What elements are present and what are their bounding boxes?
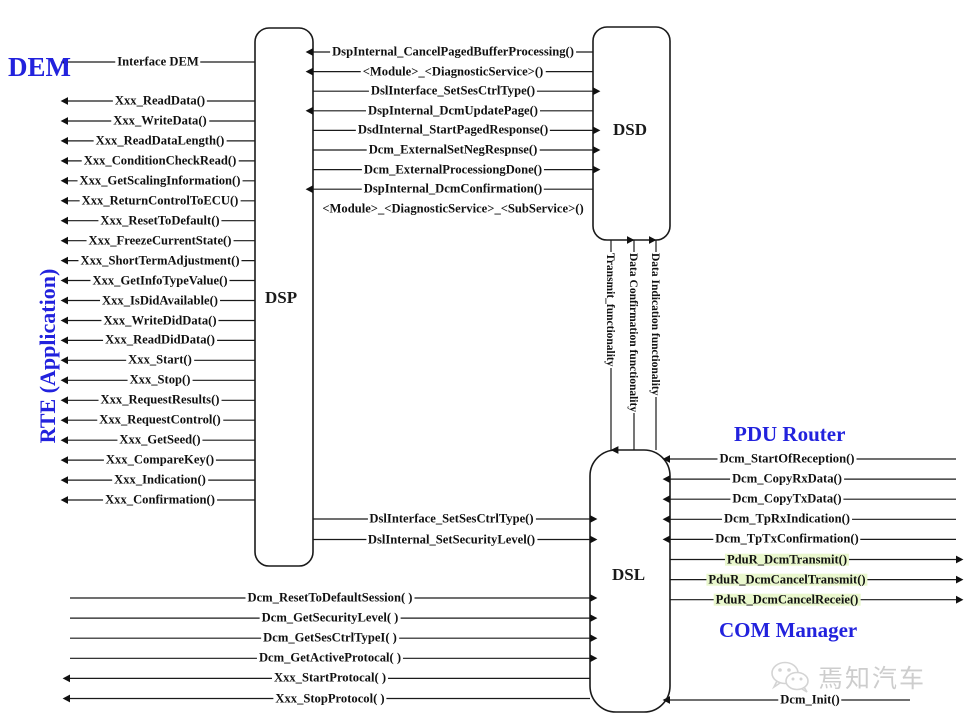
dsp-dsd-label: DspInternal_DcmConfirmation() bbox=[361, 181, 545, 196]
rte-dsp-label: Xxx_CompareKey() bbox=[103, 452, 217, 467]
block-label-dsl: DSL bbox=[612, 565, 646, 584]
dem-label: DEM bbox=[8, 52, 71, 82]
pdur-dsl-label: Dcm_CopyTxData() bbox=[730, 491, 844, 506]
dem-interface-label: Interface DEM bbox=[115, 54, 201, 69]
dsp-dsd-label: <Module>_<DiagnosticService>() bbox=[360, 64, 546, 79]
rte-dsp-label: Xxx_FreezeCurrentState() bbox=[86, 233, 234, 248]
pdur-dsl-label: Dcm_TpRxIndication() bbox=[722, 512, 852, 526]
block-dsl bbox=[589, 449, 671, 713]
dsd-dsl-label: Data Indication functionality bbox=[649, 252, 661, 397]
pdu-router-label: PDU Router bbox=[734, 422, 846, 446]
dsp-dsl-label: DslInterface_SetSesCtrlType() bbox=[367, 511, 536, 526]
rte-dsp-label: Xxx_Start() bbox=[126, 353, 194, 367]
rte-dsl-label: Xxx_StopProtocol( ) bbox=[273, 691, 387, 706]
rte-dsl-label: Dcm_ResetToDefaultSession( ) bbox=[245, 590, 415, 605]
rte-dsp-label: Xxx_GetSeed() bbox=[117, 432, 203, 447]
pdur-dsl-label: PduR_DcmCancelTransmit() bbox=[706, 572, 868, 587]
pdur-dsl-label: PduR_DcmCancelReceie() bbox=[713, 592, 861, 607]
rte-application-label: RTE (Application) bbox=[35, 268, 60, 444]
rte-dsl-label: Dcm_GetActiveProtocal( ) bbox=[256, 651, 404, 665]
rte-dsp-label: Xxx_ResetToDefault() bbox=[98, 213, 222, 228]
rte-dsp-label: Xxx_Stop() bbox=[127, 373, 193, 387]
dsp-dsd-label: DspInternal_CancelPagedBufferProcessing(… bbox=[330, 44, 576, 59]
block-label-dsd: DSD bbox=[613, 120, 648, 139]
dsp-dsd-label: DspInternal_DcmUpdatePage() bbox=[366, 103, 540, 118]
rte-dsp-label: Xxx_ReadData() bbox=[112, 93, 208, 108]
rte-dsp-label: Xxx_WriteDidData() bbox=[101, 313, 219, 328]
rte-dsp-label: Xxx_ShortTermAdjustment() bbox=[78, 253, 242, 268]
block-dsp bbox=[254, 27, 314, 567]
watermark: 焉知汽车 bbox=[770, 659, 926, 695]
comm-dsl-label: Dcm_Init() bbox=[778, 692, 842, 707]
dsp-dsd-label: Dcm_ExternalSetNegRespnse() bbox=[366, 142, 540, 157]
com-manager-label: COM Manager bbox=[719, 618, 858, 642]
rte-dsp-label: Xxx_ConditionCheckRead() bbox=[81, 153, 239, 168]
rte-dsl-label: Dcm_GetSesCtrlTypeI( ) bbox=[261, 630, 399, 645]
rte-dsp-label: Xxx_Indication() bbox=[112, 472, 208, 487]
watermark-text: 焉知汽车 bbox=[818, 664, 927, 693]
pdur-dsl-label: PduR_DcmTransmit() bbox=[724, 552, 850, 567]
dsp-dsd-label: DslInterface_SetSesCtrlType() bbox=[368, 83, 538, 98]
dsp-dsd-label: DsdInternal_StartPagedResponse() bbox=[355, 123, 551, 138]
dsd-dsl-label: Transmit_functionality bbox=[604, 252, 616, 368]
rte-dsp-label: Xxx_RequestResults() bbox=[98, 393, 222, 407]
rte-dsp-label: Xxx_GetScalingInformation() bbox=[77, 173, 243, 188]
block-label-dsp: DSP bbox=[265, 288, 298, 307]
dsp-dsl-label: DslInternal_SetSecurityLevel() bbox=[365, 532, 538, 547]
rte-dsp-label: Xxx_ReadDidData() bbox=[103, 333, 217, 348]
rte-dsp-label: Xxx_ReturnControlToECU() bbox=[79, 193, 241, 208]
rte-dsl-label: Xxx_StartProtocal( ) bbox=[271, 671, 389, 686]
rte-dsp-label: Xxx_RequestControl() bbox=[97, 412, 223, 427]
pdur-dsl-label: Dcm_StartOfReception() bbox=[717, 451, 857, 466]
rte-dsp-label: Xxx_WriteData() bbox=[111, 113, 209, 128]
pdur-dsl-label: Dcm_CopyRxData() bbox=[730, 471, 844, 486]
rte-dsp-label: Xxx_ReadDataLength() bbox=[93, 133, 227, 148]
dsp-dsd-label: <Module>_<DiagnosticService>_<SubService… bbox=[320, 201, 586, 216]
wechat-icon bbox=[771, 661, 809, 693]
rte-dsp-label: Xxx_IsDidAvailable() bbox=[100, 293, 220, 308]
dsd-dsl-label: Data Confirmation functionality bbox=[627, 252, 639, 414]
rte-dsl-label: Dcm_GetSecurityLevel( ) bbox=[259, 610, 401, 625]
dsp-dsd-label: Dcm_ExternalProcessiongDone() bbox=[361, 162, 545, 177]
rte-dsp-label: Xxx_GetInfoTypeValue() bbox=[90, 273, 230, 288]
pdur-dsl-label: Dcm_TpTxConfirmation() bbox=[713, 532, 861, 547]
rte-dsp-label: Xxx_Confirmation() bbox=[103, 492, 217, 507]
